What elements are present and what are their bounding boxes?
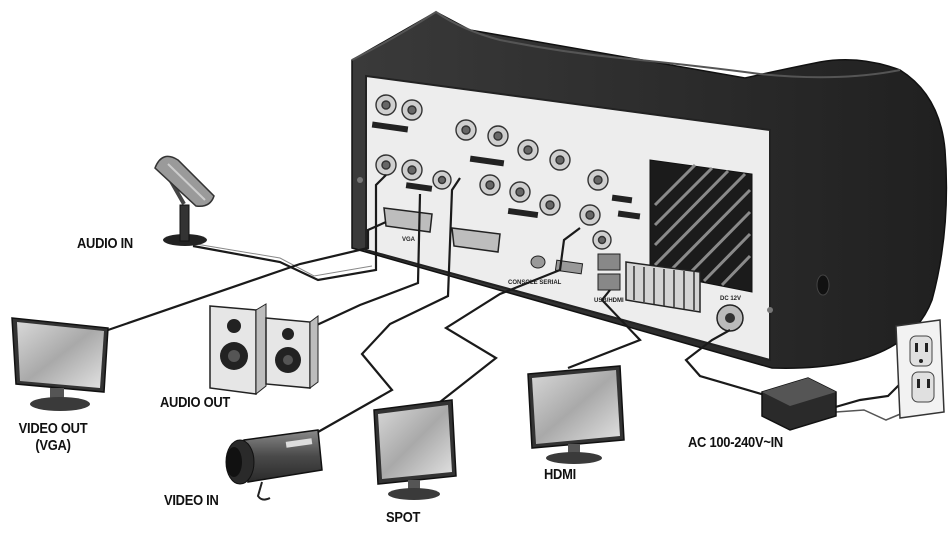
- bnc-connectors: [375, 94, 612, 250]
- video-out-label-line1: VIDEO OUT: [18, 420, 88, 437]
- vent-grille: [649, 159, 753, 293]
- cable-video-in: [317, 177, 461, 433]
- wall-outlet-device: [895, 319, 945, 419]
- svg-text:VGA: VGA: [402, 237, 416, 243]
- video-out-label-line2: (VGA): [35, 437, 71, 454]
- vga-monitor-device: [11, 317, 109, 411]
- svg-text:DC 12V: DC 12V: [720, 296, 741, 302]
- hdmi-monitor-device: [527, 365, 625, 464]
- microphone-device: [154, 155, 215, 246]
- dvr-device: VGA CONSOLE SERIAL USB/HDMI: [351, 10, 948, 369]
- audio-in-label: AUDIO IN: [77, 235, 133, 252]
- audio-out-label: AUDIO OUT: [160, 394, 231, 411]
- dsub-port: [451, 227, 501, 253]
- video-in-label: VIDEO IN: [164, 492, 219, 509]
- cables: [107, 174, 911, 433]
- video-out-label: VIDEO OUT (VGA): [6, 420, 101, 454]
- dc-power-jack: DC 12V: [716, 296, 744, 332]
- console-serial-port: CONSOLE SERIAL: [508, 255, 584, 286]
- spot-monitor-device: [373, 399, 457, 500]
- cable-vga: [107, 220, 387, 332]
- cable-spot: [439, 227, 581, 403]
- spot-label: SPOT: [386, 509, 421, 526]
- hdmi-label: HDMI: [544, 466, 576, 483]
- speakers-device: [209, 303, 319, 396]
- usb-lan-ports: USB/HDMI: [594, 253, 624, 304]
- cable-audio-in: [192, 174, 387, 282]
- svg-text:CONSOLE SERIAL: CONSOLE SERIAL: [508, 280, 562, 286]
- power-adapter-device: [761, 377, 837, 431]
- svg-text:USB/HDMI: USB/HDMI: [594, 298, 624, 304]
- ac-power-label: AC 100-240V~IN: [688, 434, 783, 451]
- camera-device: [225, 429, 323, 501]
- panel-label-plates: [371, 121, 641, 220]
- alarm-terminal-block: [625, 261, 701, 313]
- cable-outlet: [831, 383, 901, 410]
- cable-audio-out: [305, 193, 422, 331]
- cable-ac: [684, 329, 769, 398]
- cable-hdmi: [567, 289, 642, 370]
